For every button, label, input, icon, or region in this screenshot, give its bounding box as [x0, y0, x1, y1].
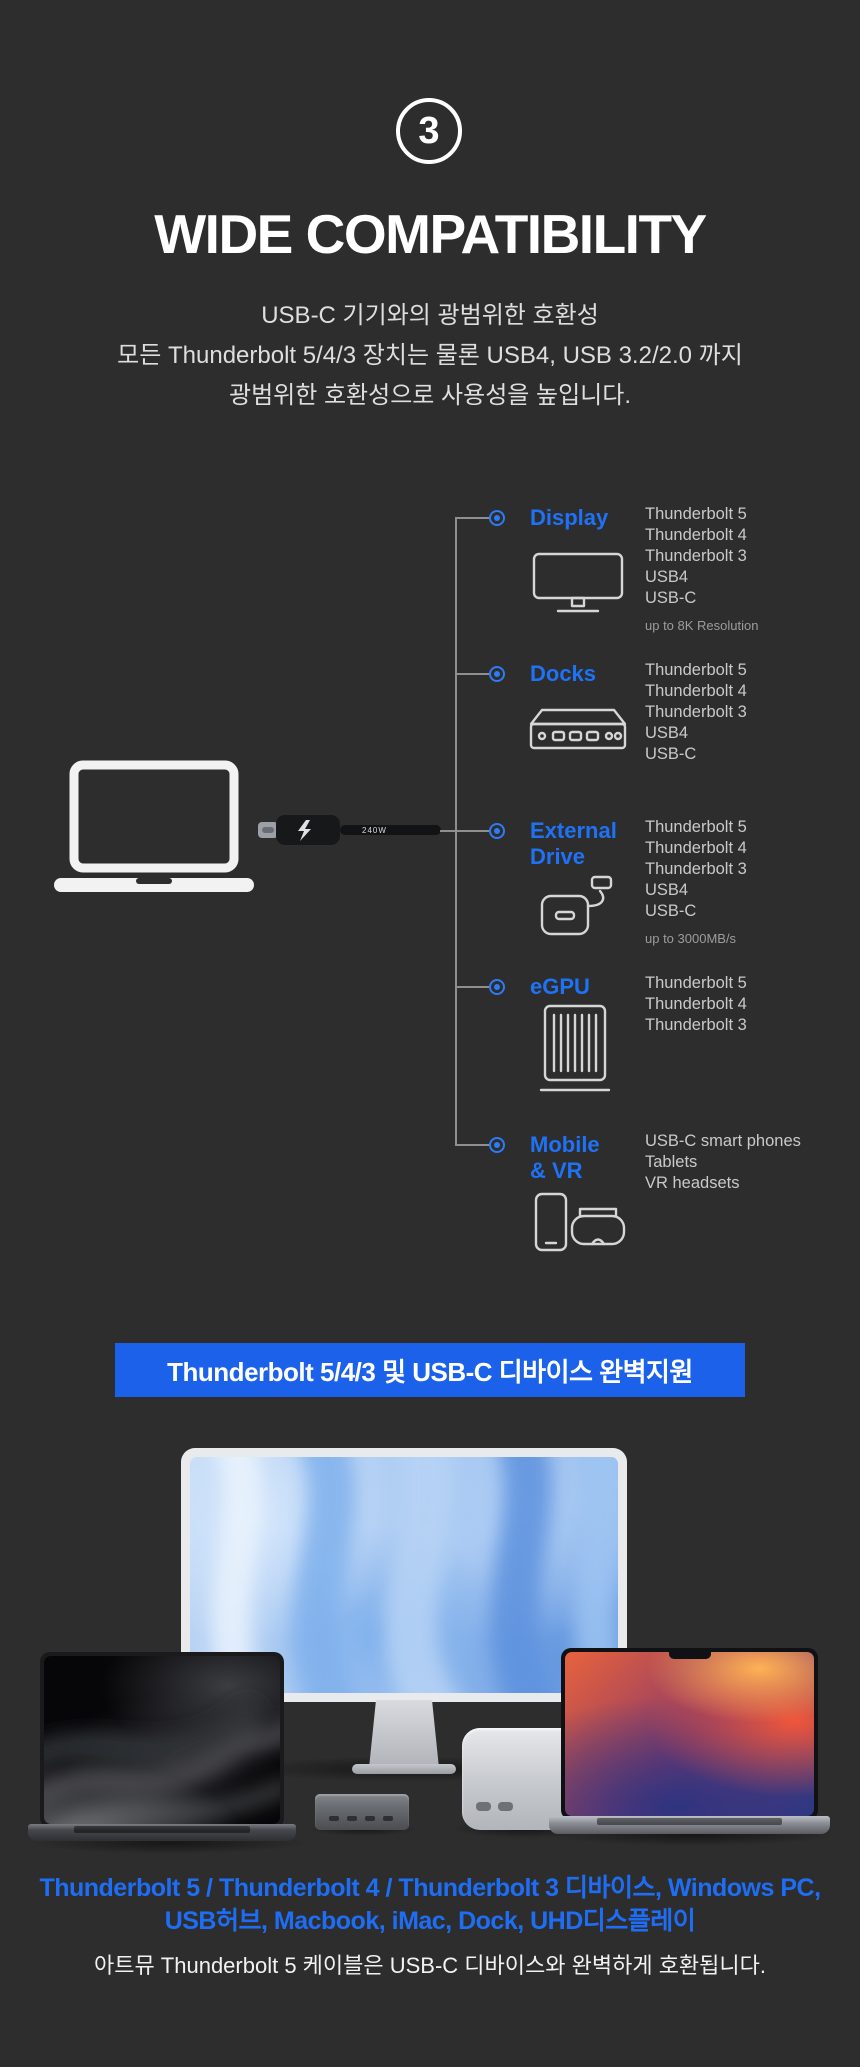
- macbook-black: [40, 1652, 284, 1828]
- branch-label-mobile-vr: Mobile & VR: [530, 1132, 600, 1183]
- subtitle-line: USB-C 기기와의 광범위한 호환성: [261, 302, 599, 329]
- connector-line-stub: [455, 673, 491, 675]
- connector-line-stub: [455, 1144, 491, 1146]
- spec-line: VR headsets: [645, 1174, 740, 1192]
- spec-list-egpu: Thunderbolt 5 Thunderbolt 4 Thunderbolt 3: [645, 973, 845, 1042]
- branch-label-egpu: eGPU: [530, 974, 590, 999]
- branch-label-external-drive: External Drive: [530, 818, 617, 869]
- studio-display-stand: [369, 1700, 439, 1768]
- keyboard: [596, 1818, 783, 1825]
- spec-line: Thunderbolt 5: [645, 974, 747, 992]
- spec-line: Thunderbolt 3: [645, 860, 747, 878]
- port-icon: [365, 1816, 375, 1821]
- connector-line-stub: [455, 986, 491, 988]
- spec-line: Thunderbolt 3: [645, 703, 747, 721]
- laptop-icon: [54, 760, 254, 892]
- spec-line: Thunderbolt 4: [645, 839, 747, 857]
- subtitle: USB-C 기기와의 광범위한 호환성 모든 Thunderbolt 5/4/3…: [0, 296, 860, 416]
- spec-line: USB-C: [645, 589, 697, 607]
- branch-node: [489, 979, 505, 995]
- macbook-silver-base: [549, 1816, 830, 1834]
- spec-line: Thunderbolt 4: [645, 526, 747, 544]
- spec-line: USB-C: [645, 902, 697, 920]
- spec-lines: Thunderbolt 5 Thunderbolt 4 Thunderbolt 3: [645, 973, 845, 1036]
- egpu-icon: [539, 1004, 611, 1092]
- thunderbolt-cable-icon: [258, 815, 441, 845]
- macbook-black-wallpaper: [44, 1700, 280, 1824]
- branch-node: [489, 510, 505, 526]
- port-icon: [383, 1816, 393, 1821]
- support-banner: Thunderbolt 5/4/3 및 USB-C 디바이스 완벽지원: [115, 1343, 745, 1397]
- footer-devices-text: Thunderbolt 5 / Thunderbolt 4 / Thunderb…: [0, 1872, 860, 1938]
- camera-notch: [668, 1652, 711, 1659]
- spec-line: Thunderbolt 5: [645, 505, 747, 523]
- spec-note: up to 8K Resolution: [645, 618, 759, 633]
- spec-line: USB4: [645, 568, 689, 586]
- branch-label-docks: Docks: [530, 661, 597, 686]
- macbook-silver: [561, 1648, 818, 1820]
- studio-display-foot: [352, 1764, 456, 1774]
- dock-hub: [315, 1794, 409, 1830]
- studio-display-screen: [190, 1457, 618, 1693]
- spec-line: Tablets: [645, 1153, 698, 1171]
- spec-lines: Thunderbolt 5 Thunderbolt 4 Thunderbolt 3 U…: [645, 504, 845, 609]
- spec-note: up to 3000MB/s: [645, 931, 737, 946]
- spec-line: Thunderbolt 5: [645, 661, 747, 679]
- connector-line-stub: [455, 517, 491, 519]
- spec-list-docks: Thunderbolt 5 Thunderbolt 4 Thunderbolt 3 U…: [645, 660, 845, 771]
- macbook-black-base: [28, 1824, 296, 1841]
- footer-compatibility-text: 아트뮤 Thunderbolt 5 케이블은 USB-C 디바이스와 완벽하게 …: [93, 1953, 767, 1978]
- studio-display: [181, 1448, 627, 1702]
- spec-line: Thunderbolt 3: [645, 547, 747, 565]
- port-icon: [498, 1802, 513, 1811]
- branch-node: [489, 666, 505, 682]
- connector-line-feed: [440, 830, 456, 832]
- spec-line: USB-C: [645, 745, 697, 763]
- external-drive-icon: [540, 875, 613, 936]
- step-number-badge: 3: [396, 98, 462, 164]
- macbook-silver-screen: [565, 1652, 814, 1816]
- dock-icon: [529, 708, 627, 750]
- spec-lines: Thunderbolt 5 Thunderbolt 4 Thunderbolt 3 U…: [645, 817, 845, 922]
- port-icon: [476, 1802, 491, 1811]
- port-icon: [329, 1816, 339, 1821]
- mobile-vr-icon: [534, 1192, 626, 1252]
- spec-line: Thunderbolt 4: [645, 682, 747, 700]
- spec-line: USB-C smart phones: [645, 1132, 801, 1150]
- subtitle-line: 광범위한 호환성으로 사용성을 높입니다.: [228, 382, 632, 409]
- subtitle-line: 모든 Thunderbolt 5/4/3 장치는 물론 USB4, USB 3.…: [117, 342, 743, 369]
- branch-node: [489, 1137, 505, 1153]
- branch-node: [489, 823, 505, 839]
- footer-devices-line: USB허브, Macbook, iMac, Dock, UHD디스플레이: [164, 1907, 696, 1935]
- spec-list-display: Thunderbolt 5 Thunderbolt 4 Thunderbolt 3 U…: [645, 504, 845, 636]
- step-number: 3: [418, 109, 440, 152]
- page-title: WIDE COMPATIBILITY: [154, 203, 707, 265]
- support-banner-text: Thunderbolt 5/4/3 및 USB-C 디바이스 완벽지원: [167, 1356, 693, 1387]
- branch-label-display: Display: [530, 505, 609, 530]
- spec-line: USB4: [645, 881, 689, 899]
- spec-line: USB4: [645, 724, 689, 742]
- macbook-black-screen: [44, 1656, 280, 1824]
- footer-devices-line: Thunderbolt 5 / Thunderbolt 4 / Thunderb…: [39, 1874, 821, 1902]
- monitor-icon: [532, 552, 624, 613]
- keyboard: [73, 1826, 251, 1833]
- spec-line: Thunderbolt 5: [645, 818, 747, 836]
- display-wallpaper: [211, 1457, 618, 1693]
- port-icon: [347, 1816, 357, 1821]
- spec-line: Thunderbolt 4: [645, 995, 747, 1013]
- cable-wattage-label: 240W: [362, 825, 387, 835]
- spec-list-external-drive: Thunderbolt 5 Thunderbolt 4 Thunderbolt 3 U…: [645, 817, 845, 949]
- connector-line-stub: [455, 830, 491, 832]
- spec-lines: Thunderbolt 5 Thunderbolt 4 Thunderbolt 3 U…: [645, 660, 845, 765]
- spec-line: Thunderbolt 3: [645, 1016, 747, 1034]
